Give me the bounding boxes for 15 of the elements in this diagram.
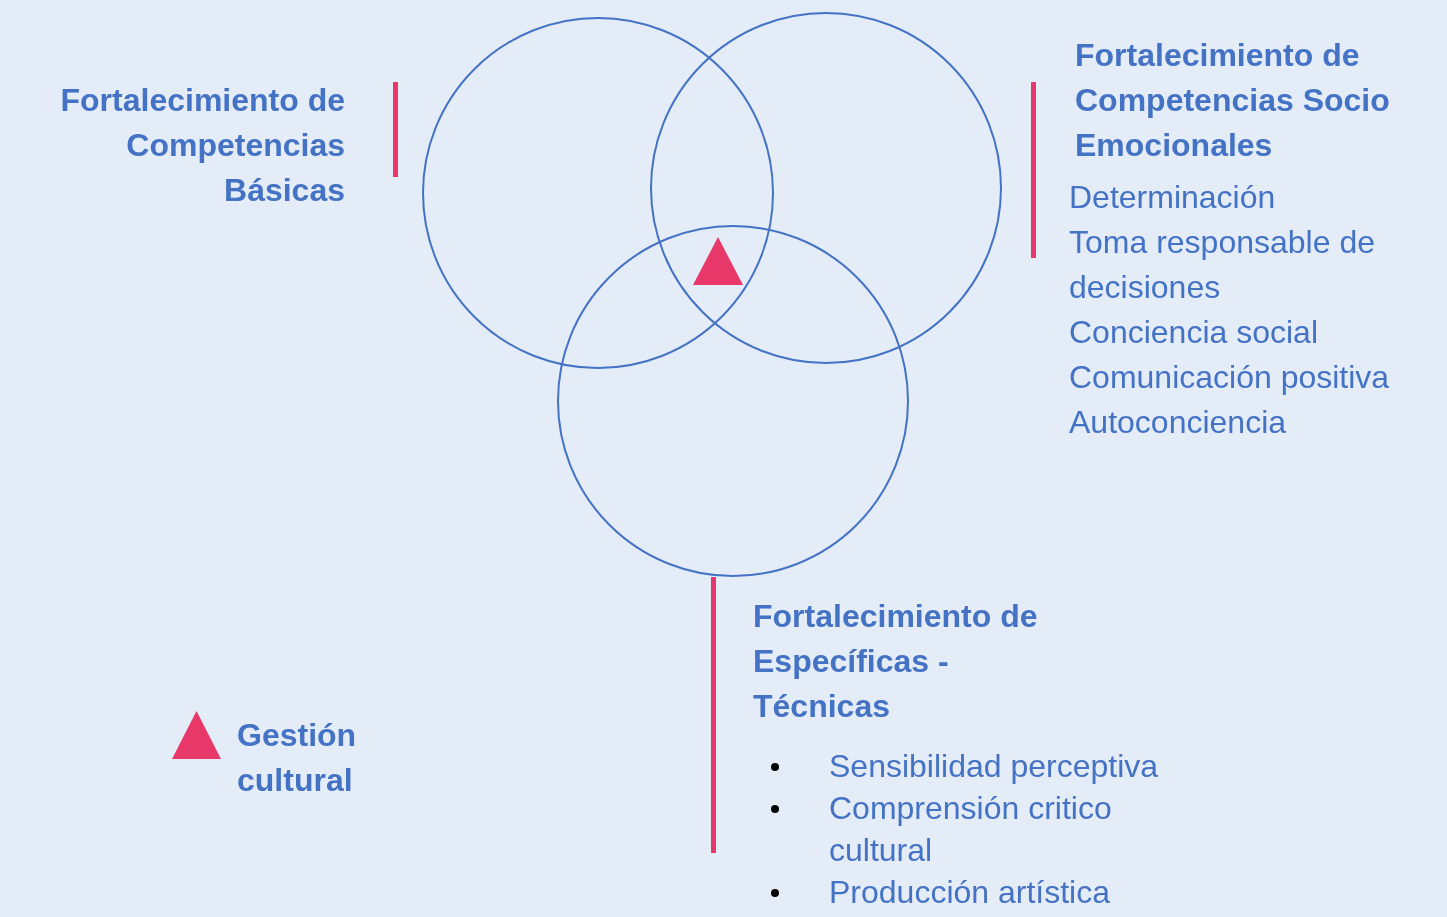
category-heading: Fortalecimiento de Competencias Básicas [59, 81, 345, 210]
category-heading: Fortalecimiento de Específicas - Técnicas [753, 597, 1039, 726]
list-item: Producción artística [829, 873, 1111, 912]
venn-circle [557, 225, 909, 577]
venn-circle [422, 17, 774, 369]
list-item: Comprensión critico cultural [829, 789, 1113, 870]
list-item: Sensibilidad perceptiva [829, 747, 1160, 786]
legend-label: Gestión cultural [237, 716, 358, 800]
list-item: Autoconciencia [1069, 403, 1288, 442]
category-heading: Fortalecimiento de Competencias Socio Emocionales [1075, 36, 1391, 165]
list-item: Comunicación positiva [1069, 358, 1391, 397]
list-item: Conciencia social [1069, 313, 1319, 352]
list-item: Toma responsable de decisiones [1069, 223, 1376, 307]
list-item: Determinación [1069, 178, 1277, 217]
venn-circle [650, 12, 1002, 364]
